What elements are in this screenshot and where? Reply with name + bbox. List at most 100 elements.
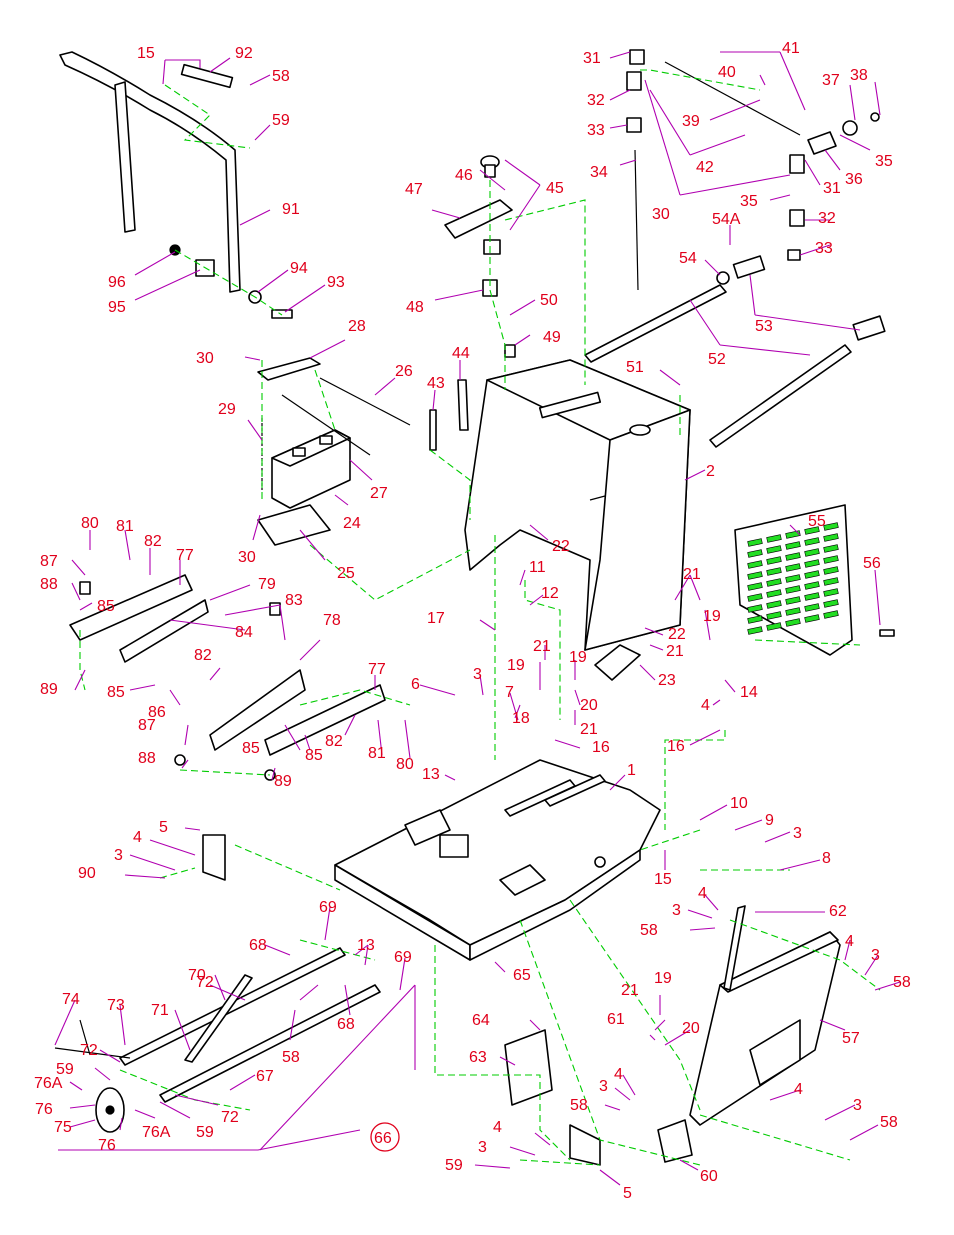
vent-slot: [804, 614, 820, 623]
callout-82: 82: [144, 533, 162, 550]
vent-slot: [766, 545, 782, 554]
callout-88: 88: [40, 576, 58, 593]
callout-54: 54: [679, 250, 697, 267]
vent-slot: [766, 534, 782, 543]
callout-22: 22: [668, 626, 686, 643]
vent-slot: [747, 604, 763, 613]
callout-34: 34: [590, 164, 608, 181]
bracket-23-part: [594, 644, 641, 681]
vent-slot: [766, 567, 782, 576]
assembly-66-circle: [370, 1122, 400, 1152]
callout-87: 87: [138, 717, 156, 734]
callout-58: 58: [570, 1097, 588, 1114]
callout-13: 13: [422, 766, 440, 783]
callout-81: 81: [368, 745, 386, 762]
callout-57: 57: [842, 1030, 860, 1047]
callout-72: 72: [80, 1042, 98, 1059]
callout-45: 45: [546, 180, 564, 197]
vent-slots: [747, 522, 839, 635]
callout-59: 59: [56, 1061, 74, 1078]
callout-74: 74: [62, 991, 80, 1008]
callout-22: 22: [552, 538, 570, 555]
callout-69: 69: [394, 949, 412, 966]
callout-54a: 54A: [712, 211, 741, 228]
vent-slot: [766, 622, 782, 631]
parts-line-art: [54, 49, 895, 1166]
callout-4: 4: [794, 1081, 803, 1098]
vent-slot: [766, 556, 782, 565]
vent-slot: [804, 603, 820, 612]
callout-44: 44: [452, 345, 470, 362]
callout-18: 18: [512, 710, 530, 727]
vent-slot: [823, 599, 839, 608]
callout-87: 87: [40, 553, 58, 570]
tool-43-part: [429, 409, 437, 451]
callout-9: 9: [765, 812, 774, 829]
vent-slot: [747, 593, 763, 602]
callout-21: 21: [580, 721, 598, 738]
assembly-lines: [79, 69, 881, 1166]
callout-55: 55: [808, 513, 826, 530]
callout-93: 93: [327, 274, 345, 291]
callout-76a: 76A: [142, 1124, 171, 1141]
callout-48: 48: [406, 299, 424, 316]
callout-38: 38: [850, 67, 868, 84]
callout-19: 19: [703, 608, 721, 625]
callout-30: 30: [196, 350, 214, 367]
callout-62: 62: [829, 903, 847, 920]
callout-3: 3: [114, 847, 123, 864]
vent-slot: [804, 548, 820, 557]
plate-5b-part: [569, 1124, 601, 1166]
vent-slot: [785, 541, 801, 550]
callout-3: 3: [599, 1078, 608, 1095]
callout-58: 58: [640, 922, 658, 939]
callout-7: 7: [505, 684, 514, 701]
callout-25: 25: [337, 565, 355, 582]
callout-16: 16: [667, 738, 685, 755]
dolly-part: [54, 947, 381, 1133]
callout-88: 88: [138, 750, 156, 767]
callout-1: 1: [627, 762, 636, 779]
callout-96: 96: [108, 274, 126, 291]
callout-30: 30: [652, 206, 670, 223]
vent-slot: [804, 526, 820, 535]
callout-58: 58: [893, 974, 911, 991]
callout-5: 5: [159, 819, 168, 836]
callout-50: 50: [540, 292, 558, 309]
callout-95: 95: [108, 299, 126, 316]
callout-69: 69: [319, 899, 337, 916]
callout-15: 15: [137, 45, 155, 62]
callout-68: 68: [337, 1016, 355, 1033]
callout-66: 66: [374, 1130, 392, 1147]
handlebars-part: [584, 255, 886, 448]
brackets-part: [69, 574, 386, 781]
callout-4: 4: [845, 933, 854, 950]
callout-19: 19: [569, 649, 587, 666]
callout-71: 71: [151, 1002, 169, 1019]
callout-73: 73: [107, 997, 125, 1014]
callout-21: 21: [666, 643, 684, 660]
callout-19: 19: [507, 657, 525, 674]
vent-slot: [804, 592, 820, 601]
callout-31: 31: [583, 50, 601, 67]
callout-43: 43: [427, 375, 445, 392]
strip-62-part: [723, 905, 746, 991]
callout-3: 3: [853, 1097, 862, 1114]
callout-61: 61: [607, 1011, 625, 1028]
vent-slot: [823, 533, 839, 542]
vent-slot: [785, 585, 801, 594]
callout-64: 64: [472, 1012, 490, 1029]
callout-8: 8: [822, 850, 831, 867]
plate-60-part: [657, 1119, 693, 1163]
callout-35: 35: [875, 153, 893, 170]
switch-plate-part: [444, 155, 516, 358]
callout-3: 3: [672, 902, 681, 919]
callout-3: 3: [473, 666, 482, 683]
callout-82: 82: [194, 647, 212, 664]
callout-92: 92: [235, 45, 253, 62]
vent-slot: [766, 589, 782, 598]
vent-slot: [766, 611, 782, 620]
callout-27: 27: [370, 485, 388, 502]
callout-20: 20: [682, 1020, 700, 1037]
